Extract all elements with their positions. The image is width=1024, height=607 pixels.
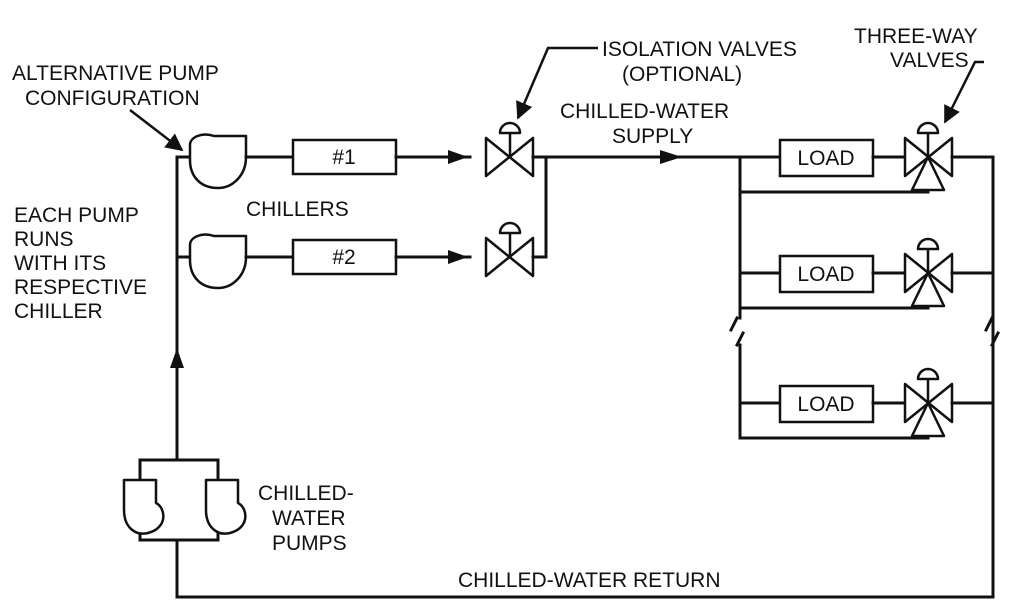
load-1-label: LOAD	[797, 147, 854, 170]
pumps-label-1: CHILLED-	[258, 482, 354, 505]
each-pump-label-5: CHILLER	[14, 300, 103, 323]
chilled-water-pump-2	[204, 478, 247, 535]
leader-three-way	[943, 60, 984, 124]
isolation-valve-1	[484, 121, 535, 178]
pumps-label-2: WATER	[272, 507, 346, 530]
return-label: CHILLED-WATER RETURN	[458, 569, 721, 592]
load-2-label: LOAD	[797, 263, 854, 286]
each-pump-label-1: EACH PUMP	[14, 204, 139, 227]
load-2-box	[778, 254, 875, 294]
load-1-box	[778, 138, 875, 178]
alt-pump-label-2: CONFIGURATION	[25, 87, 200, 110]
three-way-valve-2	[903, 237, 954, 308]
three-way-label-2: VALVES	[890, 49, 969, 72]
chillers-label: CHILLERS	[246, 198, 349, 221]
leader-alt-pump	[129, 109, 184, 152]
chiller-pump-2	[188, 233, 248, 290]
alt-pump-label-1: ALTERNATIVE PUMP	[12, 62, 219, 85]
chiller-pump-1	[188, 133, 248, 190]
each-pump-label-4: RESPECTIVE	[14, 276, 147, 299]
load-3-box	[778, 384, 875, 424]
three-way-label-1: THREE-WAY	[854, 25, 978, 48]
chilled-water-pump-1	[122, 478, 165, 535]
isolation-label-1: ISOLATION VALVES	[602, 38, 797, 61]
supply-label-1: CHILLED-WATER	[560, 100, 729, 123]
flow-arrow-supply	[660, 150, 682, 164]
flow-arrow-up	[170, 348, 184, 368]
isolation-label-2: (OPTIONAL)	[622, 63, 742, 86]
load-3-label: LOAD	[797, 393, 854, 416]
chiller-1-label: #1	[332, 146, 355, 169]
three-way-valve-3	[903, 367, 954, 438]
flow-arrow-chiller-1	[448, 150, 468, 164]
pumps-label-3: PUMPS	[272, 532, 347, 555]
flow-arrow-chiller-2	[448, 250, 468, 264]
isolation-valve-2	[484, 221, 535, 278]
leader-isolation	[516, 46, 598, 120]
return-pipe	[175, 155, 995, 599]
three-way-valve-1	[903, 121, 954, 192]
supply-label-2: SUPPLY	[612, 125, 693, 148]
chiller-2-label: #2	[332, 246, 355, 269]
each-pump-label-2: RUNS	[14, 228, 74, 251]
each-pump-label-3: WITH ITS	[14, 252, 106, 275]
